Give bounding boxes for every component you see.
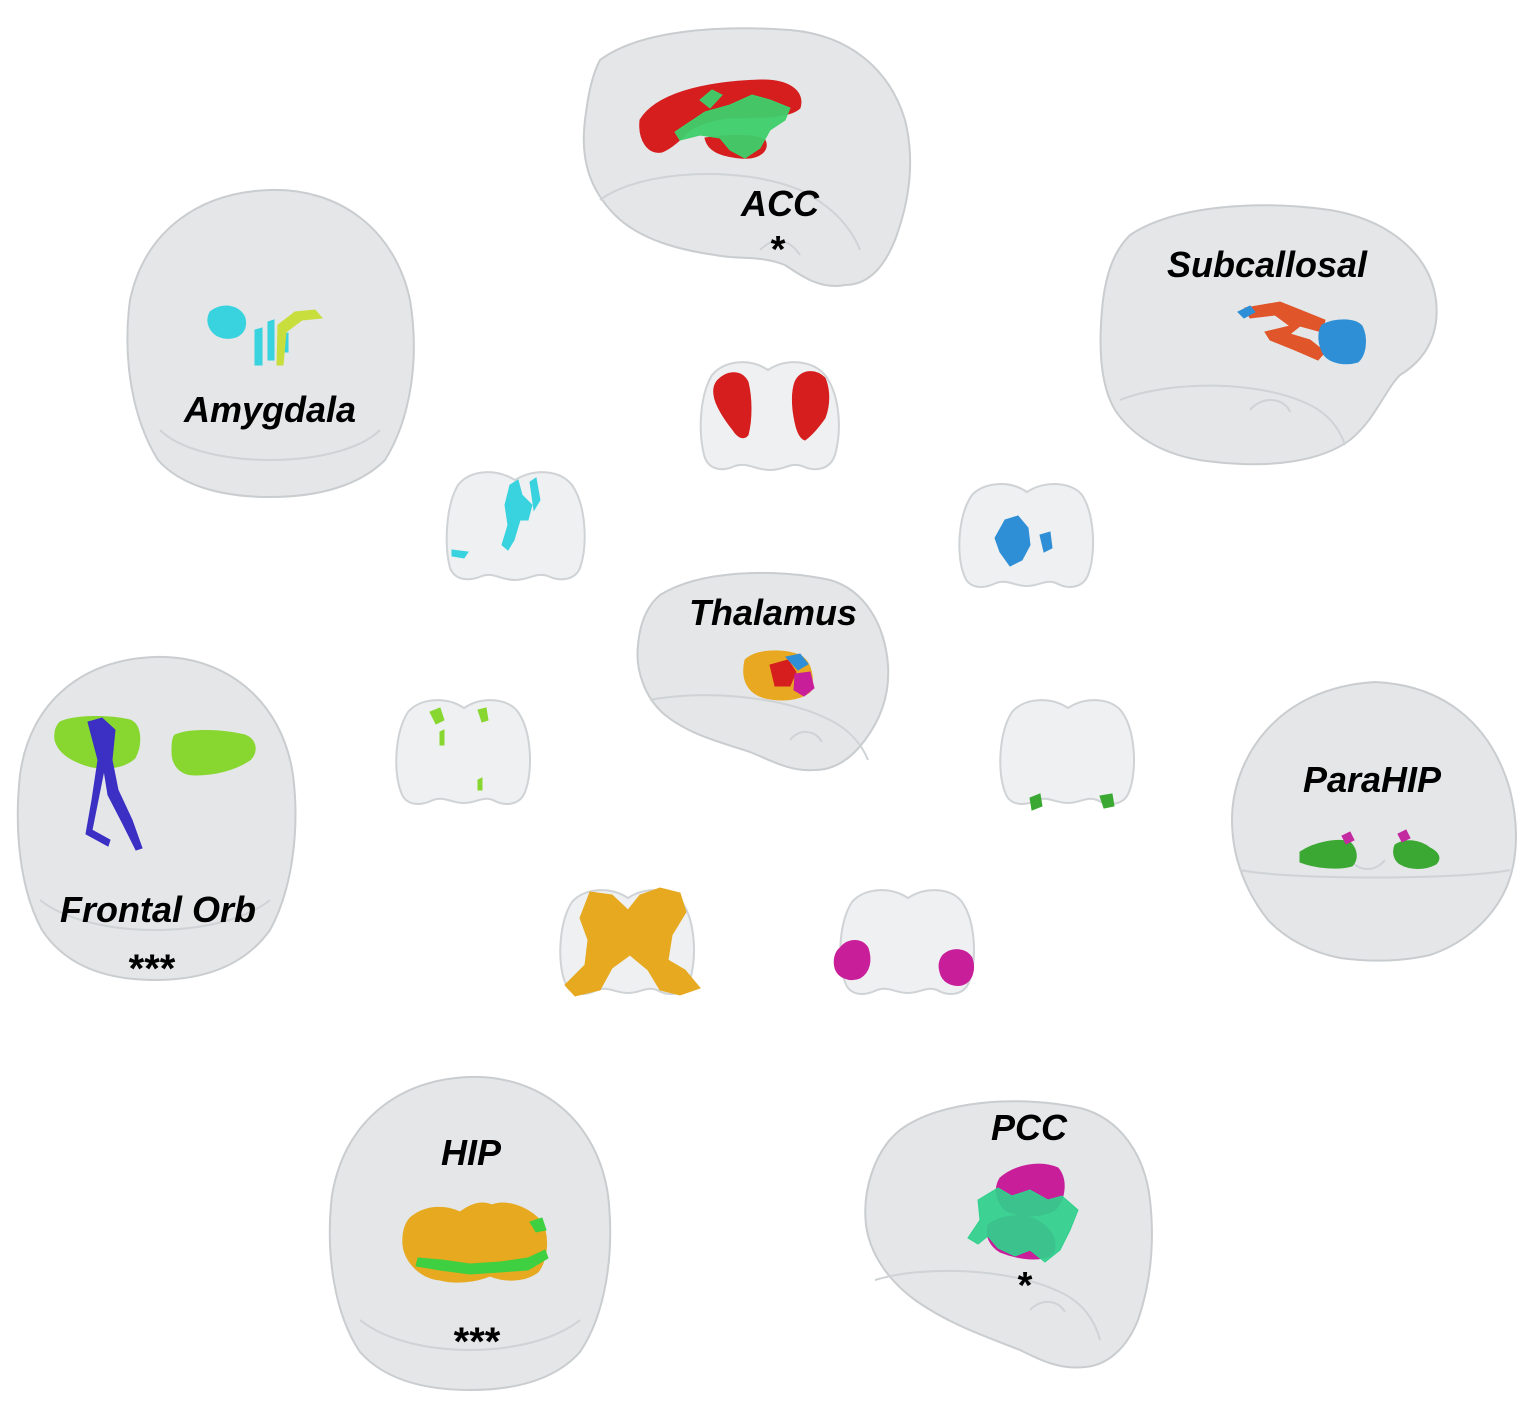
frontal-orb-tract: [85, 717, 143, 851]
mini-brain-frontal-orb: [395, 699, 532, 805]
mini-brain-hip: [559, 887, 701, 997]
subcallosal-region-shape: [1318, 319, 1366, 365]
frontal-orb-significance: ***: [129, 947, 176, 991]
thalamus-region-red: [769, 659, 797, 687]
amygdala-tract: [276, 309, 324, 366]
mini-pcc-left-region: [833, 940, 871, 981]
mini-hip-region: [564, 887, 701, 997]
mini-brain-acc: [699, 361, 840, 472]
hip-tract: [415, 1217, 549, 1275]
hip-label: HIP: [441, 1132, 502, 1173]
parahip-tract: [1341, 829, 1411, 845]
thalamus-region-magenta: [793, 671, 815, 697]
parahip-brain: [1230, 680, 1517, 962]
mini-parahip-region: [1029, 793, 1115, 811]
mini-acc-right-region: [791, 371, 830, 441]
mini-brain-subcallosal: [958, 483, 1095, 588]
pcc-significance: *: [1018, 1265, 1033, 1307]
acc-significance: *: [771, 229, 786, 271]
subcallosal-panel: Subcallosal: [1099, 204, 1438, 466]
thalamus-region-blue: [785, 653, 809, 671]
amygdala-region-left: [207, 305, 247, 339]
frontal-orb-brain: [16, 655, 297, 982]
frontal-orb-label: Frontal Orb: [60, 889, 256, 930]
subcallosal-region-small: [1237, 305, 1256, 319]
subcallosal-label: Subcallosal: [1167, 244, 1368, 285]
parahip-region-left: [1299, 839, 1357, 869]
acc-tract: [674, 89, 791, 159]
mini-brain-pcc: [833, 889, 976, 995]
mini-pcc-right-region: [938, 949, 975, 986]
acc-panel: ACC *: [582, 27, 912, 287]
acc-label: ACC: [740, 183, 820, 224]
parahip-label: ParaHIP: [1303, 759, 1442, 800]
parahip-region-right: [1393, 840, 1440, 869]
hip-panel: HIP ***: [328, 1075, 612, 1392]
mini-acc-left-region: [713, 372, 752, 439]
mini-brain-amygdala: [445, 471, 586, 582]
frontal-orb-region-right: [171, 729, 256, 776]
hip-significance: ***: [454, 1320, 501, 1364]
amygdala-label: Amygdala: [183, 389, 356, 430]
mini-amygdala-region: [451, 477, 541, 559]
thalamus-label: Thalamus: [689, 592, 857, 633]
parahip-panel: ParaHIP: [1230, 680, 1517, 962]
pcc-panel: PCC *: [864, 1100, 1153, 1369]
amygdala-panel: Amygdala: [126, 188, 415, 499]
mini-subcallosal-region: [994, 515, 1053, 567]
mini-brain-parahip: [999, 699, 1136, 811]
pcc-label: PCC: [991, 1107, 1068, 1148]
mini-frontal-orb-region: [429, 707, 489, 791]
pcc-tract: [967, 1187, 1079, 1263]
frontal-orb-panel: Frontal Orb ***: [16, 655, 297, 991]
thalamus-panel: Thalamus: [636, 571, 890, 772]
